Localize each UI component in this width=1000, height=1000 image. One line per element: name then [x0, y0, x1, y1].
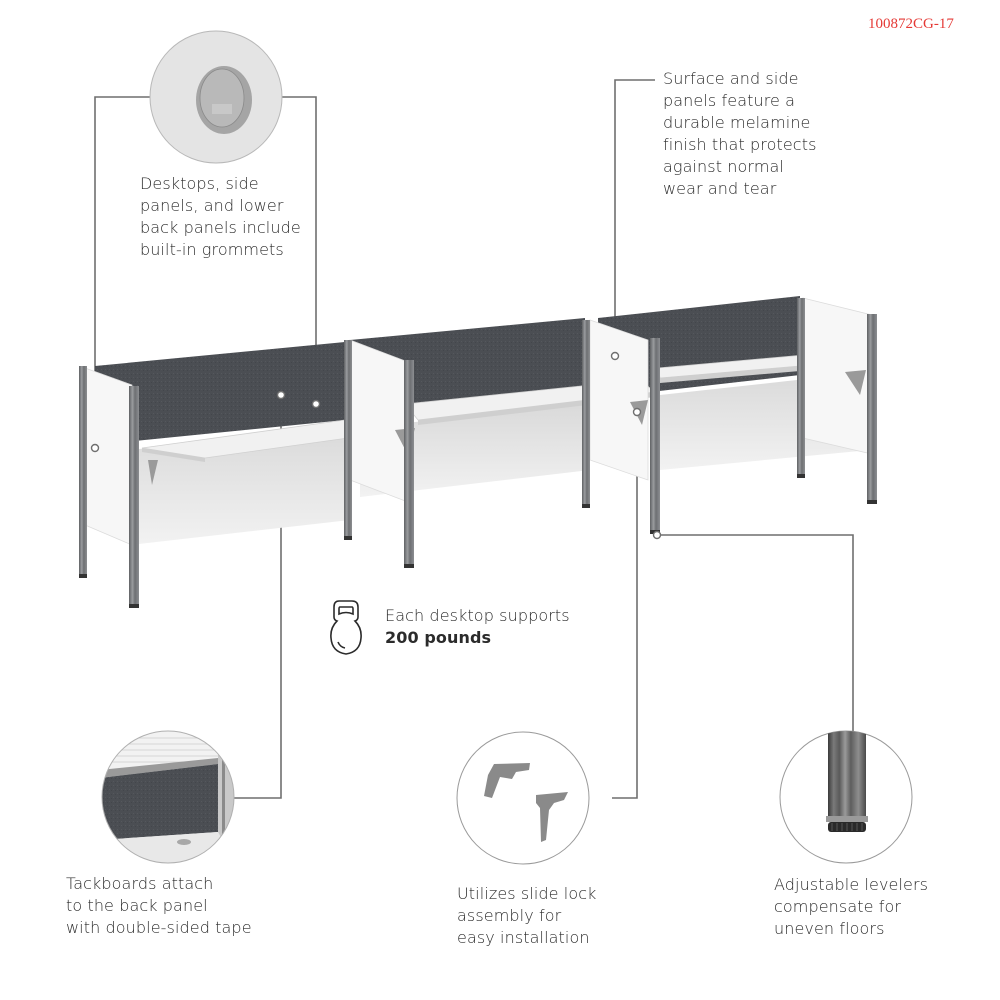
leveler-detail-image: [779, 730, 913, 864]
bracket-detail-image: [456, 731, 590, 865]
connector-dots: [90, 351, 662, 540]
callout-grommets: Desktops, side panels, and lower back pa…: [140, 174, 301, 259]
connector-lines: [94, 79, 854, 799]
product-code: 100872CG-17: [868, 16, 954, 32]
tackboard-detail-image: [101, 730, 235, 864]
callout-levelers: Adjustable levelers compensate for uneve…: [774, 875, 929, 938]
callout-tackboards: Tackboards attach to the back panel with…: [66, 874, 252, 937]
callout-weight: Each desktop supports 200 pounds: [385, 606, 570, 647]
callout-melamine: Surface and side panels feature a durabl…: [663, 69, 817, 198]
kettlebell-icon: [330, 600, 362, 655]
callout-slide-lock: Utilizes slide lock assembly for easy in…: [457, 884, 597, 947]
grommet-detail-image: [149, 30, 283, 164]
